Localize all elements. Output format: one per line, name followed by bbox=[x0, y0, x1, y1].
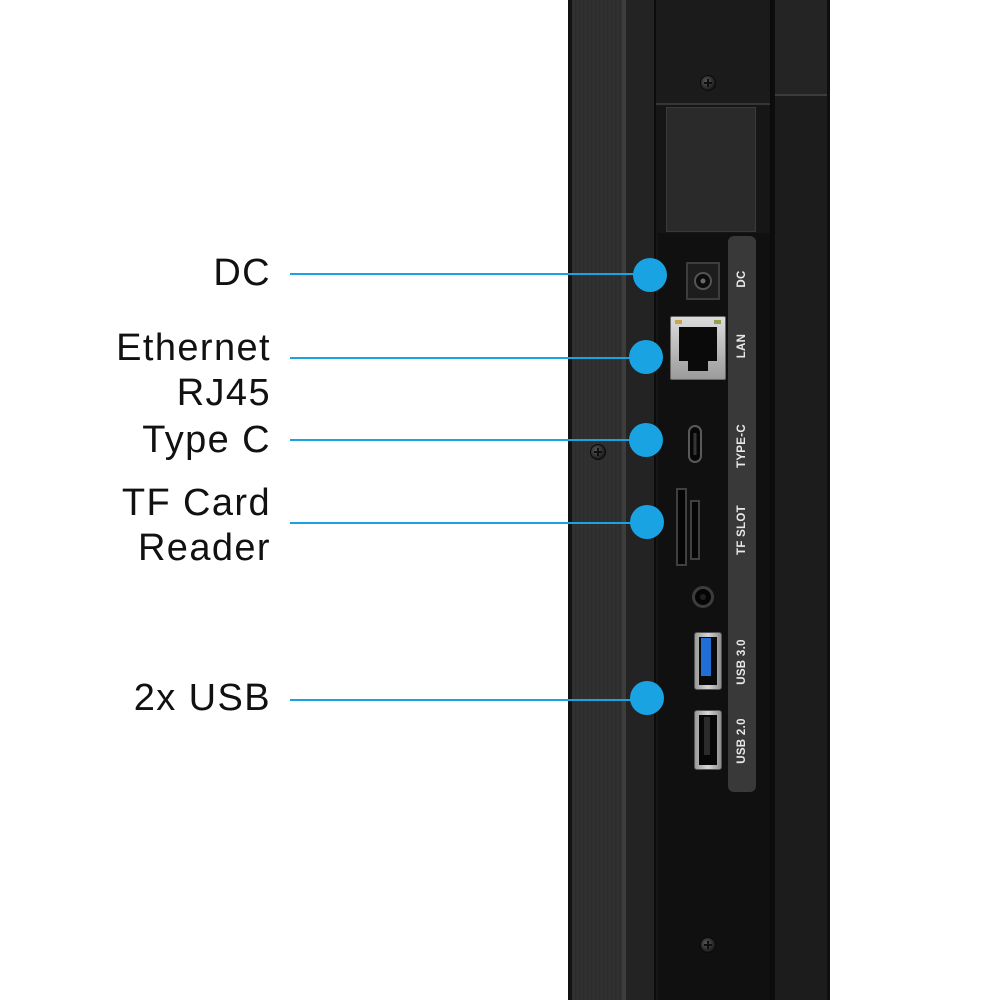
callout-label: 2x USB bbox=[133, 677, 271, 719]
callout-dc: DC bbox=[213, 251, 271, 296]
callout-tf-card: TF Card Reader bbox=[122, 481, 271, 571]
leader-line-ethernet bbox=[290, 357, 646, 359]
callout-dot-ethernet bbox=[629, 340, 663, 374]
panel-label-type-c: TYPE-C bbox=[736, 424, 748, 468]
device-right-rail bbox=[772, 0, 830, 1000]
callout-label: DC bbox=[213, 252, 271, 294]
device-top-panel bbox=[656, 0, 770, 105]
screw-icon bbox=[700, 937, 716, 953]
rj45-led-left bbox=[675, 320, 682, 324]
device-left-bezel bbox=[572, 0, 622, 1000]
rj45-port-icon bbox=[670, 316, 726, 380]
panel-label-lan: LAN bbox=[736, 333, 748, 359]
audio-jack-core bbox=[700, 594, 706, 600]
callout-dot-type-c bbox=[629, 423, 663, 457]
leader-line-dc bbox=[290, 273, 650, 275]
panel-label-tf-slot: TF SLOT bbox=[736, 504, 748, 556]
usb2-port-icon bbox=[694, 710, 722, 770]
dc-jack-pin bbox=[700, 278, 706, 284]
callout-dot-dc bbox=[633, 258, 667, 292]
rj45-opening bbox=[679, 327, 717, 361]
audio-jack-icon bbox=[692, 586, 714, 608]
device-cover-plate bbox=[666, 107, 756, 232]
rj45-led-right bbox=[714, 320, 721, 324]
panel-label-usb3: USB 3.0 bbox=[736, 639, 748, 685]
callout-label: Ethernet bbox=[116, 327, 271, 369]
device-bezel-inner bbox=[626, 0, 654, 1000]
rj45-latch-slot bbox=[688, 360, 708, 371]
leader-line-type-c bbox=[290, 439, 646, 441]
device-right-top-block bbox=[775, 0, 827, 96]
usb3-tongue bbox=[701, 638, 711, 676]
callout-usb: 2x USB bbox=[134, 676, 271, 721]
callout-dot-usb bbox=[630, 681, 664, 715]
callout-label: Reader bbox=[137, 527, 271, 569]
screw-icon bbox=[590, 444, 606, 460]
tf-slot-secondary-icon bbox=[690, 500, 700, 560]
dc-jack-icon bbox=[686, 262, 720, 300]
tf-slot-icon bbox=[676, 488, 687, 566]
panel-label-dc: DC bbox=[736, 270, 748, 288]
callout-label: Type C bbox=[142, 419, 271, 461]
usb3-port-icon bbox=[694, 632, 722, 690]
screw-icon bbox=[700, 75, 716, 91]
port-label-strip bbox=[728, 236, 756, 792]
type-c-port-icon bbox=[688, 425, 702, 463]
callout-type-c: Type C bbox=[142, 418, 271, 463]
leader-line-tf-card bbox=[290, 522, 647, 524]
device-frame-edge bbox=[568, 0, 572, 1000]
usb2-tongue bbox=[704, 717, 710, 755]
device-bezel-highlight bbox=[622, 0, 626, 1000]
callout-ethernet: Ethernet RJ45 bbox=[116, 326, 271, 416]
type-c-tongue bbox=[693, 433, 697, 455]
callout-dot-tf-card bbox=[630, 505, 664, 539]
panel-label-usb2: USB 2.0 bbox=[736, 718, 748, 764]
callout-label: TF Card bbox=[121, 482, 271, 524]
leader-line-usb bbox=[290, 699, 647, 701]
callout-label: RJ45 bbox=[176, 372, 271, 414]
